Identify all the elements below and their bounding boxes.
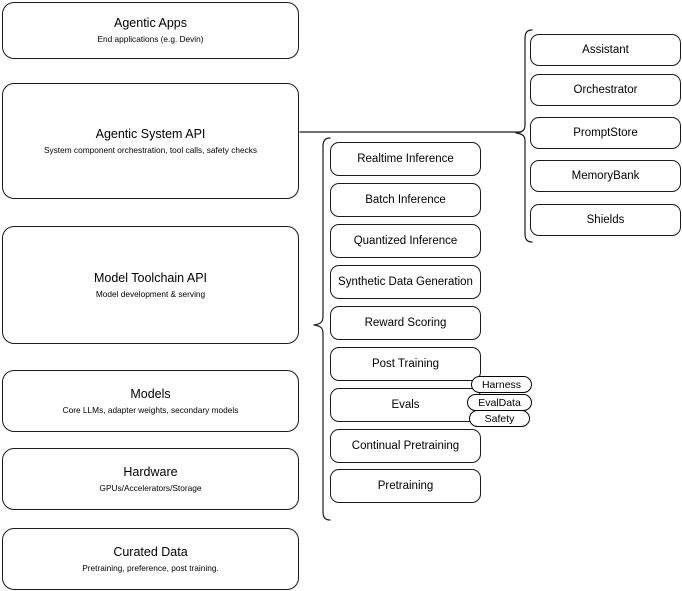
toolchain-component-label: Evals [391, 399, 420, 411]
evals-badge-label: EvalData [478, 396, 521, 409]
brace-toolchain [313, 137, 331, 521]
layer-subtitle: GPUs/Accelerators/Storage [99, 482, 202, 493]
toolchain-component-label: Post Training [371, 358, 440, 370]
layer-box-hardware[interactable]: Hardware GPUs/Accelerators/Storage [2, 448, 299, 510]
system-component-label: Orchestrator [573, 84, 638, 96]
toolchain-component-label: Quantized Inference [353, 235, 458, 247]
evals-badge-label: Harness [481, 378, 522, 391]
system-component-label: MemoryBank [571, 170, 640, 182]
layer-box-agentic-system-api[interactable]: Agentic System API System component orch… [2, 83, 299, 199]
evals-badge-safety[interactable]: Safety [469, 410, 530, 427]
layer-title: Models [130, 386, 171, 401]
system-component-memorybank[interactable]: MemoryBank [530, 160, 681, 192]
toolchain-component-post-training[interactable]: Post Training [330, 347, 481, 381]
layer-subtitle: Core LLMs, adapter weights, secondary mo… [62, 404, 239, 415]
evals-badge-label: Safety [484, 412, 515, 425]
toolchain-component-realtime-inference[interactable]: Realtime Inference [330, 142, 481, 176]
toolchain-component-synthetic-data-generation[interactable]: Synthetic Data Generation [330, 265, 481, 299]
system-component-assistant[interactable]: Assistant [530, 34, 681, 66]
layer-subtitle: Pretraining, preference, post training. [82, 562, 219, 573]
toolchain-component-evals[interactable]: Evals [330, 388, 481, 422]
toolchain-component-pretraining[interactable]: Pretraining [330, 469, 481, 503]
toolchain-component-quantized-inference[interactable]: Quantized Inference [330, 224, 481, 258]
system-component-promptstore[interactable]: PromptStore [530, 117, 681, 149]
toolchain-component-label: Continual Pretraining [351, 440, 460, 452]
layer-title: Agentic Apps [114, 16, 187, 30]
layer-subtitle: System component orchestration, tool cal… [43, 144, 258, 155]
system-component-label: Shields [586, 214, 625, 226]
toolchain-component-label: Pretraining [377, 480, 434, 492]
toolchain-component-label: Synthetic Data Generation [338, 276, 473, 288]
toolchain-component-batch-inference[interactable]: Batch Inference [330, 183, 481, 217]
layer-box-curated-data[interactable]: Curated Data Pretraining, preference, po… [2, 528, 299, 590]
layer-box-model-toolchain-api[interactable]: Model Toolchain API Model development & … [2, 226, 299, 344]
layer-box-agentic-apps[interactable]: Agentic Apps End applications (e.g. Devi… [2, 2, 299, 59]
system-component-orchestrator[interactable]: Orchestrator [530, 74, 681, 106]
layer-title: Model Toolchain API [93, 270, 208, 285]
evals-badge-evaldata[interactable]: EvalData [467, 394, 532, 411]
toolchain-component-label: Realtime Inference [357, 153, 454, 165]
layer-subtitle: End applications (e.g. Devin) [97, 34, 204, 44]
layer-title: Curated Data [113, 544, 188, 559]
system-component-label: Assistant [582, 44, 629, 56]
system-component-shields[interactable]: Shields [530, 204, 681, 236]
toolchain-component-continual-pretraining[interactable]: Continual Pretraining [330, 429, 481, 463]
layer-box-models[interactable]: Models Core LLMs, adapter weights, secon… [2, 370, 299, 432]
system-component-label: PromptStore [573, 127, 638, 139]
layer-title: Agentic System API [95, 126, 206, 141]
layer-subtitle: Model development & serving [95, 288, 206, 299]
evals-badge-harness[interactable]: Harness [471, 376, 532, 393]
toolchain-component-label: Batch Inference [365, 194, 446, 206]
toolchain-component-label: Reward Scoring [364, 317, 447, 329]
toolchain-component-reward-scoring[interactable]: Reward Scoring [330, 306, 481, 340]
layer-title: Hardware [123, 464, 178, 479]
brace-system-components [515, 29, 533, 243]
